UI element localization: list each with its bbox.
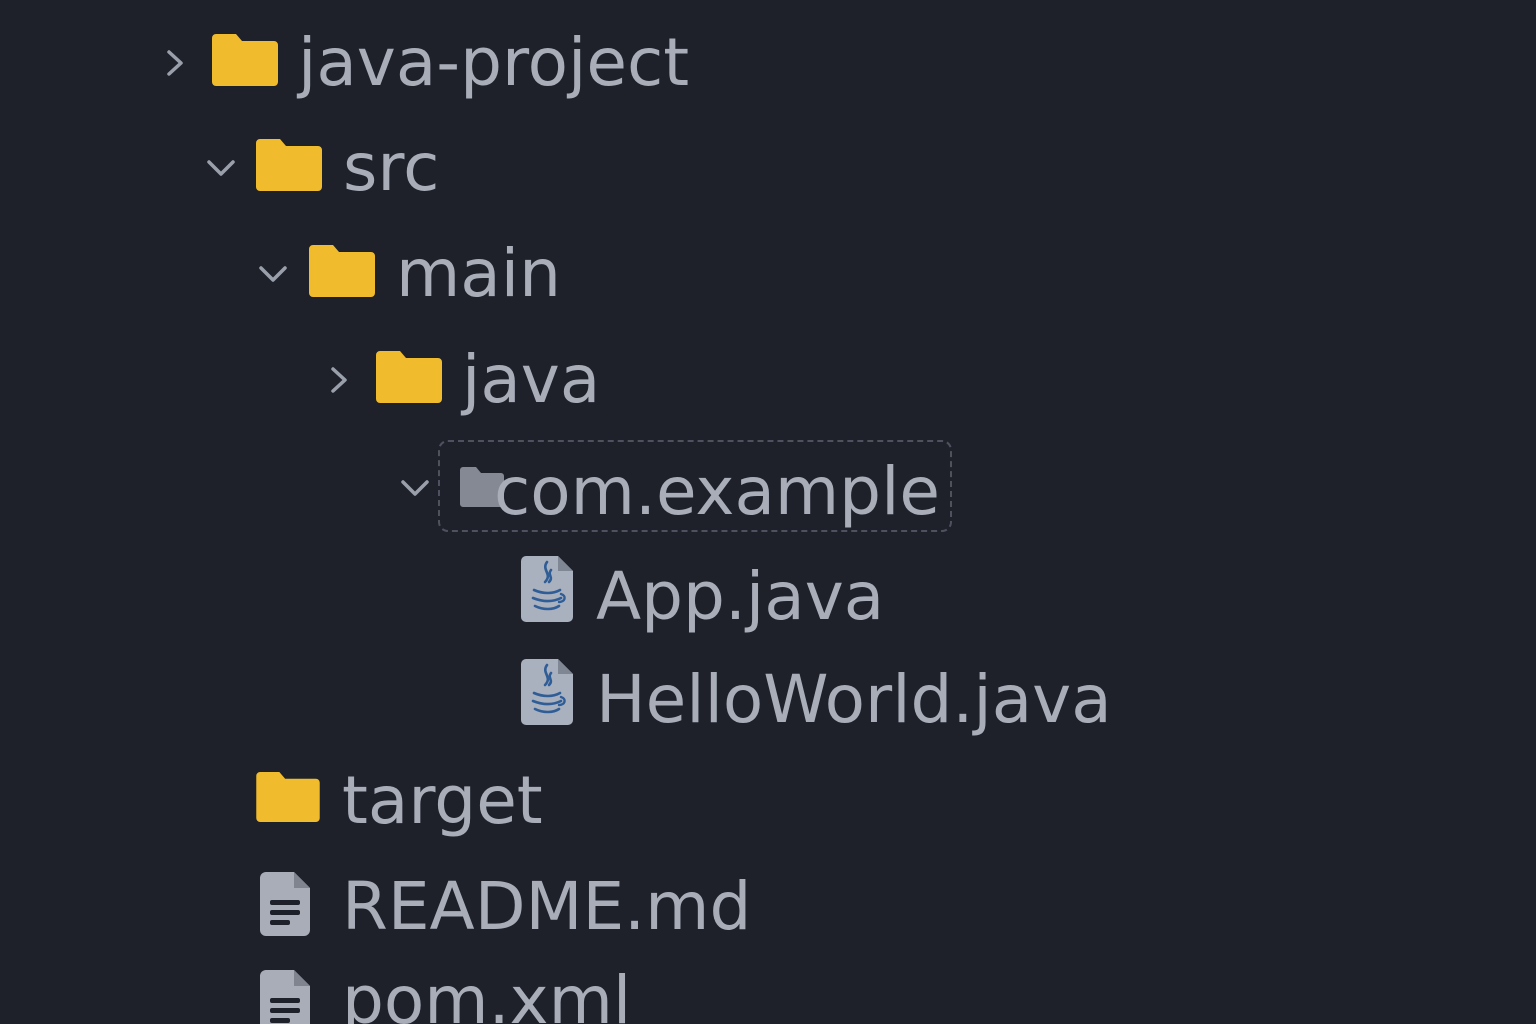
tree-item-java-project[interactable]: java-project — [0, 8, 1536, 112]
chevron-right-icon[interactable] — [322, 363, 356, 397]
tree-item-label: App.java — [596, 558, 885, 635]
folder-icon — [212, 34, 278, 94]
chevron-down-icon[interactable] — [398, 471, 432, 505]
tree-item-label: java — [462, 341, 601, 418]
tree-item-label: HelloWorld.java — [596, 661, 1112, 738]
tree-item-pom-xml[interactable]: pom.xml — [0, 946, 1536, 1024]
text-file-icon — [260, 872, 326, 936]
folder-icon — [309, 245, 375, 305]
chevron-down-icon[interactable] — [256, 257, 290, 291]
chevron-down-icon[interactable] — [204, 151, 238, 185]
tree-item-label: target — [342, 762, 543, 839]
tree-item-label: pom.xml — [342, 962, 632, 1024]
tree-item-label: com.example — [494, 453, 941, 530]
tree-item-helloworld-java[interactable]: HelloWorld.java — [0, 641, 1536, 745]
tree-item-label: src — [343, 129, 440, 206]
folder-icon — [460, 467, 526, 527]
tree-item-com-example[interactable]: com.example — [0, 433, 1536, 537]
tree-item-java[interactable]: java — [0, 325, 1536, 429]
focus-outline — [438, 440, 952, 532]
java-file-icon — [521, 556, 587, 622]
tree-item-target[interactable]: target — [0, 746, 1536, 850]
tree-item-label: main — [396, 235, 561, 312]
tree-item-src[interactable]: src — [0, 113, 1536, 217]
tree-item-main[interactable]: main — [0, 219, 1536, 323]
tree-item-readme-md[interactable]: README.md — [0, 852, 1536, 956]
tree-item-app-java[interactable]: App.java — [0, 538, 1536, 642]
chevron-right-icon[interactable] — [158, 46, 192, 80]
folder-icon — [376, 351, 442, 411]
tree-item-label: java-project — [298, 24, 690, 101]
java-file-icon — [521, 659, 587, 725]
folder-icon — [256, 139, 322, 199]
tree-item-label: README.md — [342, 868, 752, 945]
text-file-icon — [260, 970, 326, 1024]
folder-icon — [256, 772, 322, 832]
